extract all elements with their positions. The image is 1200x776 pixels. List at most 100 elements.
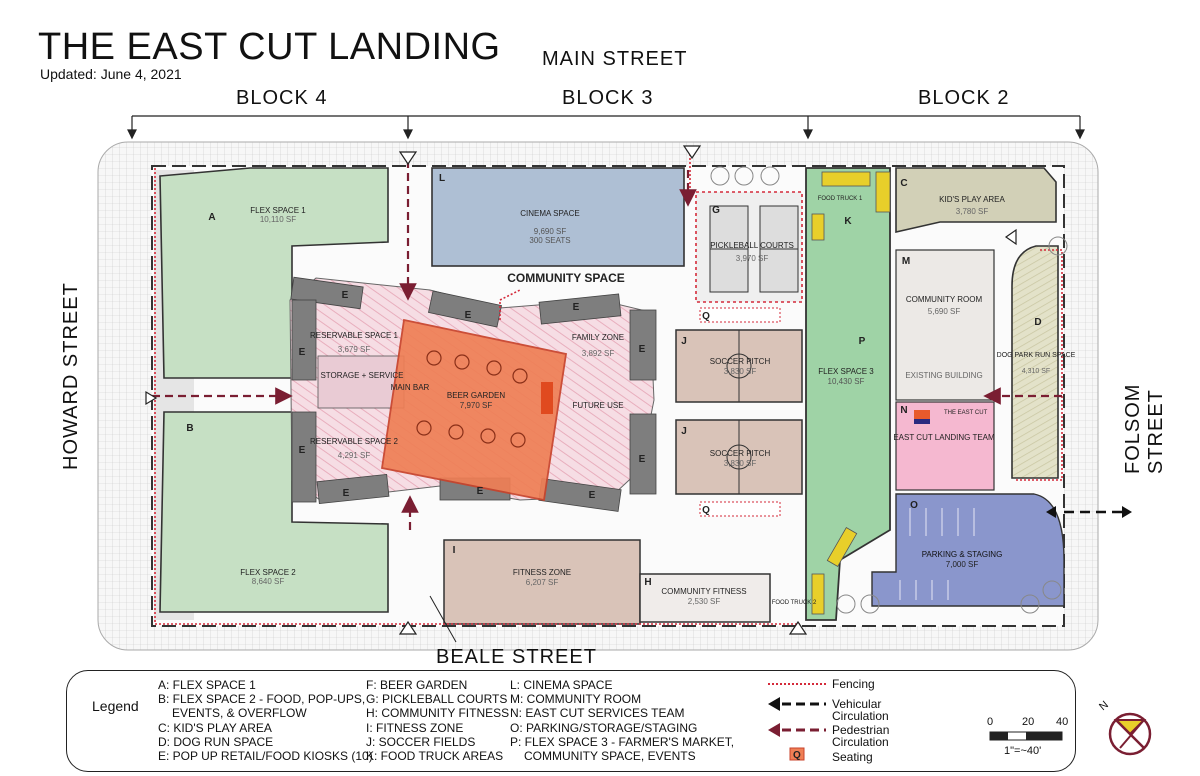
seating-q-1-letter: Q bbox=[702, 311, 710, 322]
legend-item-c: C: KID'S PLAY AREA bbox=[158, 720, 272, 735]
community-room bbox=[895, 249, 995, 401]
future-use-label: FUTURE USE bbox=[572, 401, 623, 410]
zone-j1-area: 3,830 SF bbox=[724, 367, 757, 376]
zone-h-area: 2,530 SF bbox=[688, 597, 721, 606]
zone-a-area: 10,110 SF bbox=[260, 215, 296, 224]
kiosk-e-2: E bbox=[299, 347, 306, 358]
legend-fencing: Fencing bbox=[832, 677, 875, 691]
zone-d-name: DOG PARK RUN SPACE bbox=[997, 352, 1076, 359]
legend-column-1: A: FLEX SPACE 1 B: FLEX SPACE 2 - FOOD, … bbox=[158, 678, 373, 763]
legend-item-i: I: FITNESS ZONE bbox=[366, 720, 464, 735]
north-arrow-icon bbox=[1108, 712, 1152, 756]
zone-d-letter: D bbox=[1034, 317, 1041, 328]
legend-column-3: L: CINEMA SPACE M: COMMUNITY ROOM N: EAS… bbox=[510, 678, 734, 763]
zone-g-name: PICKLEBALL COURTS bbox=[710, 241, 794, 250]
zone-l-letter: L bbox=[439, 173, 445, 184]
zone-g-area: 3,970 SF bbox=[736, 254, 769, 263]
beale-street-label: BEALE STREET bbox=[436, 646, 597, 668]
zone-g-letter: G bbox=[712, 205, 720, 216]
zone-m-area: 5,690 SF bbox=[928, 307, 961, 316]
zone-n-letter: N bbox=[900, 405, 907, 416]
scale-tick-40: 40 bbox=[1056, 716, 1069, 728]
community-fitness bbox=[639, 573, 771, 623]
seating-q-2-letter: Q bbox=[702, 505, 710, 516]
vehicular-arrow-out bbox=[1122, 506, 1132, 518]
main-bar-label: MAIN BAR bbox=[391, 383, 430, 392]
zone-j2-letter: J bbox=[681, 426, 687, 437]
legend-pedestrian: Pedestrian bbox=[832, 723, 890, 737]
zone-c-name: KID'S PLAY AREA bbox=[939, 195, 1005, 204]
scale-bar bbox=[989, 731, 1063, 741]
zone-n-name: EAST CUT LANDING TEAM bbox=[893, 433, 995, 442]
legend-item-h: H: COMMUNITY FITNESS bbox=[366, 706, 510, 721]
soccer-markings bbox=[726, 330, 752, 494]
zone-b-name: FLEX SPACE 2 bbox=[240, 568, 296, 577]
legend-item-l: L: CINEMA SPACE bbox=[510, 678, 613, 692]
kiosk-e-5: E bbox=[465, 310, 472, 321]
beer-garden-name: BEER GARDEN bbox=[447, 391, 505, 400]
vehicular-arrow-in bbox=[1046, 506, 1056, 518]
dog-park bbox=[1011, 245, 1059, 479]
legend-item-e: E: POP UP RETAIL/FOOD KIOSKS (10) bbox=[158, 749, 373, 764]
zone-m-note: EXISTING BUILDING bbox=[905, 371, 982, 380]
scale-ratio: 1"=~40' bbox=[1004, 745, 1042, 757]
seating-q-2 bbox=[699, 501, 781, 517]
east-cut-logo-stripe bbox=[914, 419, 930, 424]
legend-item-f: F: BEER GARDEN bbox=[366, 678, 468, 692]
block-3-label: BLOCK 3 bbox=[562, 87, 654, 109]
legend-item-k: K: FOOD TRUCK AREAS bbox=[366, 749, 504, 764]
legend-item-a: A: FLEX SPACE 1 bbox=[158, 678, 256, 692]
zone-h-letter: H bbox=[644, 577, 651, 588]
legend-box bbox=[66, 670, 1076, 772]
beer-garden bbox=[380, 318, 568, 502]
kiosk-e-6: E bbox=[573, 302, 580, 313]
kiosk-e-3: E bbox=[299, 445, 306, 456]
kiosk-e-4: E bbox=[343, 488, 350, 499]
legend-item-j: J: SOCCER FIELDS bbox=[366, 734, 476, 749]
zone-d-area: 4,310 SF bbox=[1022, 368, 1050, 375]
zone-i-letter: I bbox=[453, 545, 456, 556]
legend-vehicular-2: Circulation bbox=[832, 709, 889, 723]
kiosk-e-10: E bbox=[589, 490, 596, 501]
food-trucks bbox=[811, 171, 891, 615]
main-street-label: MAIN STREET bbox=[542, 48, 688, 70]
pedestrian-swatch-arrow bbox=[768, 723, 780, 737]
zone-m-name: COMMUNITY ROOM bbox=[906, 295, 983, 304]
zone-i-area: 6,207 SF bbox=[526, 578, 559, 587]
zone-o-area: 7,000 SF bbox=[946, 560, 979, 569]
kiosk-rows bbox=[290, 276, 657, 512]
zone-i-name: FITNESS ZONE bbox=[513, 568, 571, 577]
storage-label: STORAGE + SERVICE bbox=[320, 371, 403, 380]
zone-k-truck1: FOOD TRUCK 1 bbox=[818, 196, 863, 202]
folsom-street-label: FOLSOM STREET bbox=[1122, 383, 1167, 474]
legend-item-n: N: EAST CUT SERVICES TEAM bbox=[510, 706, 685, 721]
zone-h-name: COMMUNITY FITNESS bbox=[661, 587, 746, 596]
howard-street-label: HOWARD STREET bbox=[60, 282, 82, 470]
zone-l-area: 9,690 SF bbox=[534, 227, 567, 236]
legend-column-2: F: BEER GARDEN G: PICKLEBALL COURTS H: C… bbox=[366, 678, 509, 763]
beale-pointer bbox=[429, 595, 457, 643]
storage-service-area bbox=[317, 355, 405, 409]
res1-area: 3,679 SF bbox=[338, 345, 371, 354]
fitness-zone bbox=[443, 539, 641, 625]
zone-k-letter: K bbox=[844, 216, 852, 227]
zone-o-letter: O bbox=[910, 500, 918, 511]
block-2-label: BLOCK 2 bbox=[918, 87, 1010, 109]
zone-j2-area: 3,830 SF bbox=[724, 459, 757, 468]
kids-play-area bbox=[895, 167, 1057, 234]
seating-q-1 bbox=[699, 307, 781, 323]
zone-b-area: 8,640 SF bbox=[252, 577, 285, 586]
zone-n-logo: THE EAST CUT bbox=[944, 410, 988, 416]
vehicular-swatch-arrow bbox=[768, 697, 780, 711]
zone-j1-name: SOCCER PITCH bbox=[710, 357, 771, 366]
legend-item-g: G: PICKLEBALL COURTS bbox=[366, 692, 508, 707]
zone-c-area: 3,780 SF bbox=[956, 207, 989, 216]
zone-p-letter: P bbox=[859, 336, 866, 347]
zone-j2-name: SOCCER PITCH bbox=[710, 449, 771, 458]
zone-j1-letter: J bbox=[681, 336, 687, 347]
legend-item-p-cont: COMMUNITY SPACE, EVENTS bbox=[524, 749, 696, 764]
updated-date: Updated: June 4, 2021 bbox=[40, 66, 182, 82]
zone-m-letter: M bbox=[902, 256, 910, 267]
zone-labels: A FLEX SPACE 1 10,110 SF B FLEX SPACE 2 … bbox=[186, 173, 1075, 606]
legend-pedestrian-2: Circulation bbox=[832, 735, 889, 749]
